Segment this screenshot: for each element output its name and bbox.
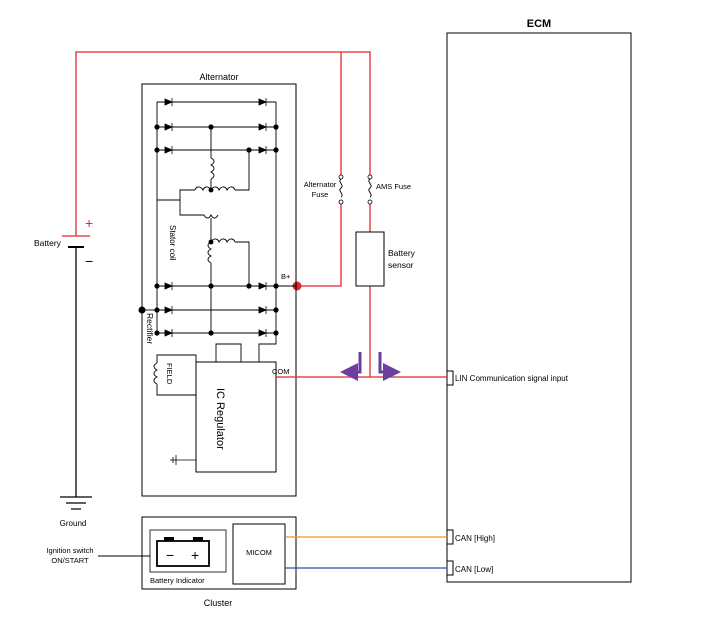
ground-symbol: Ground <box>60 496 92 528</box>
indicator-minus: − <box>166 547 174 563</box>
battery-symbol: + − Battery <box>34 215 93 497</box>
battery-sensor-label-1: Battery <box>388 248 416 258</box>
ic-regulator-label: IC Regulator <box>214 388 226 450</box>
battery-plus: + <box>85 215 93 231</box>
battery-indicator-icon: − + <box>149 529 227 573</box>
lin-terminal <box>447 370 454 386</box>
bplus-label: B+ <box>281 272 291 281</box>
alternator-fuse: Alternator Fuse <box>304 174 344 205</box>
lin-direction-arrows <box>340 352 401 381</box>
ignition-label-2: ON/START <box>51 556 89 565</box>
ecm-can-low-label: CAN [Low] <box>455 565 493 574</box>
micom-box <box>232 523 286 585</box>
ecm-module: ECM LIN Communication signal input CAN [… <box>446 18 632 583</box>
ecm-lin-label: LIN Communication signal input <box>455 374 569 383</box>
alternator-fuse-label-1: Alternator <box>304 180 337 189</box>
alternator-module: Alternator <box>138 72 297 497</box>
cluster-title: Cluster <box>204 598 233 608</box>
battery-label: Battery <box>34 238 62 248</box>
indicator-plus: + <box>191 547 199 563</box>
battery-sensor-label-2: sensor <box>388 260 414 270</box>
battery-indicator-label: Battery Indicator <box>150 576 205 585</box>
rectifier-junctions <box>138 124 279 336</box>
alternator-fuse-label-2: Fuse <box>312 190 329 199</box>
ic-regulator: IC Regulator COM <box>170 333 297 473</box>
com-label: COM <box>272 367 290 376</box>
stator-coil-label: Stator coil <box>168 225 177 261</box>
ams-fuse: AMS Fuse <box>367 174 411 205</box>
micom-label: MICOM <box>246 548 272 557</box>
cluster-module: Cluster MICOM − + Battery Indicator <box>141 516 297 608</box>
battery-minus: − <box>85 253 93 269</box>
field-label: FIELD <box>165 363 174 385</box>
stator-upper <box>157 127 250 201</box>
rectifier-diodes <box>164 98 268 337</box>
can-low-terminal <box>447 560 454 576</box>
power-wires <box>75 51 447 378</box>
ground-label: Ground <box>60 519 87 528</box>
ignition-label-1: Ignition switch <box>46 546 93 555</box>
can-high-terminal <box>447 529 454 545</box>
ams-fuse-label: AMS Fuse <box>376 182 411 191</box>
alternator-title: Alternator <box>199 72 238 82</box>
rectifier-label: Rectifier <box>145 313 155 344</box>
ecm-can-high-label: CAN [High] <box>455 534 495 543</box>
rectifier-bridge <box>142 101 297 334</box>
field-coil <box>153 354 197 396</box>
ecm-title: ECM <box>527 18 551 30</box>
stator-lower <box>179 200 250 333</box>
battery-sensor: Battery sensor <box>355 231 416 287</box>
